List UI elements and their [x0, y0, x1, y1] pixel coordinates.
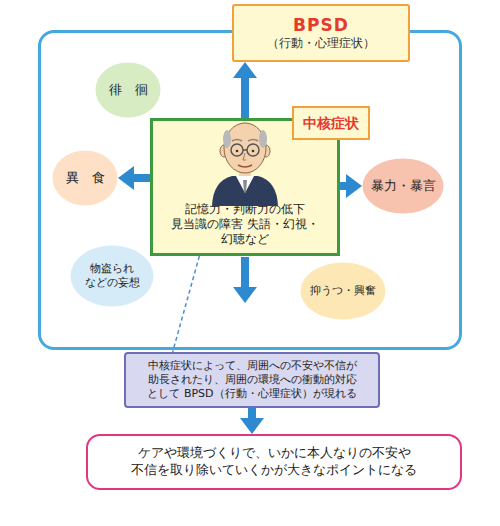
down-arrow-shaft [241, 257, 249, 287]
ellipse-fill [363, 159, 444, 214]
symptom-ellipse: 異 食 [52, 150, 118, 206]
arrow-head [118, 166, 134, 190]
node-text: 抑うつ・興奮 [310, 284, 376, 298]
node-text: BPSD [293, 14, 349, 36]
ellipse-fill [53, 151, 118, 206]
node-text: ケアや環境づくりで、いかに本人なりの不安や 不信を取り除いていくかが大きなポイン… [96, 445, 452, 479]
arrow-head [233, 62, 257, 78]
symptom-ellipse: 暴力・暴言 [362, 158, 444, 214]
symptom-ellipse: 物盗られ などの妄想 [70, 245, 154, 307]
dashed-connector [173, 256, 200, 352]
ellipse-fill [301, 263, 386, 320]
explanation-box: 中核症状によって、周囲への不安や不信が 助長されたり、周囲の環境への衝動的対応 … [124, 352, 380, 408]
bpsd-box: BPSD（行動・心理症状） [232, 4, 410, 62]
node-text: 異 食 [66, 170, 105, 187]
symptom-ellipse: 抑うつ・興奮 [300, 262, 386, 320]
point-box: ケアや環境づくりで、いかに本人なりの不安や 不信を取り除いていくかが大きなポイン… [86, 434, 462, 490]
arrow-connector [241, 78, 249, 118]
node-text: 中核症状によって、周囲への不安や不信が 助長されたり、周囲の環境への衝動的対応 … [133, 359, 371, 402]
node-text: 記憶力・判断力の低下 見当識の障害 失語・幻視・幻聴など [157, 202, 333, 247]
node-text: 中核症状 [303, 114, 359, 132]
node-text: 徘 徊 [109, 82, 148, 99]
ellipse-fill [71, 246, 154, 307]
arrow-head [240, 418, 264, 434]
arrow-head [346, 174, 362, 198]
node-text: 暴力・暴言 [371, 178, 436, 194]
symptom-ellipse: 徘 徊 [95, 62, 161, 118]
ellipse-fill [96, 63, 161, 118]
node-text: 物盗られ などの妄想 [77, 262, 147, 291]
down-arrow-head [233, 287, 257, 303]
arrow-connector [248, 408, 256, 418]
arrow-connector [134, 174, 150, 182]
node-text: （行動・心理症状） [267, 36, 375, 52]
arrow-connector [340, 182, 346, 190]
core-tag: 中核症状 [292, 106, 370, 140]
